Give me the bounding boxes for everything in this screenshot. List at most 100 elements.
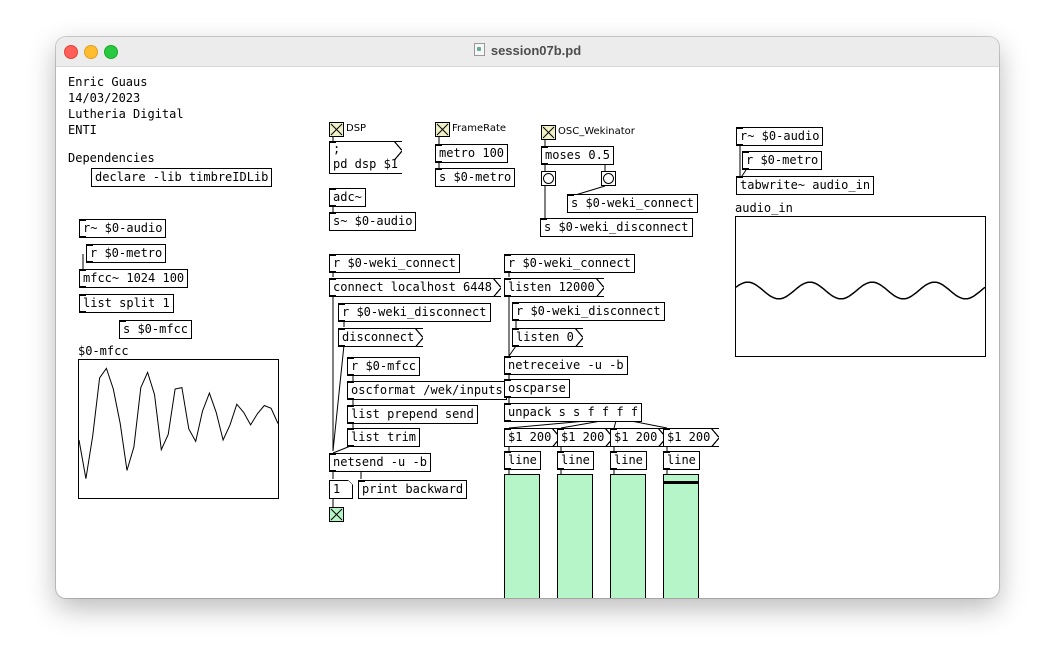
slider-knob-4[interactable] xyxy=(664,481,698,484)
send-weki-disconnect-text: s $0-weki_disconnect xyxy=(544,220,689,234)
mfcc-array-plot xyxy=(78,367,279,479)
bang-circle-icon xyxy=(543,173,554,184)
send-weki-disconnect-object[interactable]: s $0-weki_disconnect xyxy=(540,218,693,237)
list-split-object[interactable]: list split 1 xyxy=(79,294,174,313)
receive-audio-text: r~ $0-audio xyxy=(83,221,163,235)
school-comment: ENTI xyxy=(68,123,97,137)
dependencies-comment: Dependencies xyxy=(68,151,155,165)
send-weki-connect-object[interactable]: s $0-weki_connect xyxy=(567,194,698,213)
line-object-4[interactable]: line xyxy=(663,451,700,470)
framerate-toggle[interactable] xyxy=(435,122,450,137)
vertical-slider-3[interactable] xyxy=(610,474,646,598)
send-audio-object[interactable]: s~ $0-audio xyxy=(329,212,417,231)
zoom-button[interactable] xyxy=(104,45,118,59)
receive-weki-connect-text: r $0-weki_connect xyxy=(333,256,456,270)
line-object-3[interactable]: line xyxy=(610,451,647,470)
title-bar: session07b.pd xyxy=(56,37,999,67)
connect-bang[interactable] xyxy=(541,171,556,186)
send-audio-text: s~ $0-audio xyxy=(333,214,413,228)
send-metro-text: s $0-metro xyxy=(439,170,512,184)
netsend-number-text: 1 xyxy=(333,482,341,496)
vertical-slider-4[interactable] xyxy=(663,474,699,598)
receive-audio-text-2: r~ $0-audio xyxy=(740,129,820,143)
course-comment: Lutheria Digital xyxy=(68,107,184,121)
document-icon xyxy=(473,43,485,56)
tabwrite-object[interactable]: tabwrite~ audio_in xyxy=(736,176,875,195)
audio-in-array-plot xyxy=(735,281,986,300)
oscformat-object[interactable]: oscformat /wek/inputs xyxy=(347,381,507,400)
line-object-2[interactable]: line xyxy=(557,451,594,470)
unpack-object[interactable]: unpack s s f f f f xyxy=(504,403,643,422)
receive-mfcc-text: r $0-mfcc xyxy=(351,359,417,373)
line-ramp-message-text-3: $1 200 xyxy=(614,430,658,444)
line-object-1[interactable]: line xyxy=(504,451,541,470)
line-object-text-2: line xyxy=(561,453,590,467)
listen-zero-message[interactable]: listen 0 xyxy=(512,328,583,347)
list-trim-object[interactable]: list trim xyxy=(347,428,421,447)
audio-in-array-graph[interactable] xyxy=(735,216,986,357)
tabwrite-text: tabwrite~ audio_in xyxy=(740,178,871,192)
oscparse-text: oscparse xyxy=(508,381,566,395)
send-metro-object[interactable]: s $0-metro xyxy=(435,168,516,187)
disconnect-bang[interactable] xyxy=(601,171,616,186)
list-split-text: list split 1 xyxy=(83,296,170,310)
close-button[interactable] xyxy=(64,45,78,59)
oscparse-object[interactable]: oscparse xyxy=(504,379,570,398)
print-object[interactable]: print backward xyxy=(358,480,468,499)
line-ramp-message-2[interactable]: $1 200 xyxy=(557,428,614,447)
framerate-toggle-check-icon xyxy=(436,123,449,136)
mfcc-array-graph[interactable] xyxy=(78,359,279,499)
dsp-toggle-check-icon xyxy=(330,123,343,136)
receive-metro-text: r $0-metro xyxy=(90,246,163,260)
vertical-slider-2[interactable] xyxy=(557,474,593,598)
dsp-toggle[interactable] xyxy=(329,122,344,137)
bang-circle-icon xyxy=(603,173,614,184)
mfcc-object[interactable]: mfcc~ 1024 100 xyxy=(79,269,189,288)
framerate-toggle-label: FrameRate xyxy=(452,123,507,134)
listen-zero-message-text: listen 0 xyxy=(516,330,574,344)
moses-object[interactable]: moses 0.5 xyxy=(541,146,615,165)
netsend-status-toggle[interactable] xyxy=(329,507,344,522)
author-comment: Enric Guaus xyxy=(68,75,148,89)
receive-metro-object-2[interactable]: r $0-metro xyxy=(742,151,823,170)
receive-audio-object[interactable]: r~ $0-audio xyxy=(79,219,167,238)
netsend-number-box[interactable]: 1 xyxy=(329,480,353,499)
oscformat-text: oscformat /wek/inputs xyxy=(351,383,503,397)
dsp-toggle-label: DSP xyxy=(346,123,367,134)
metro-object[interactable]: metro 100 xyxy=(435,144,509,163)
receive-audio-object-2[interactable]: r~ $0-audio xyxy=(736,127,824,146)
line-ramp-message-1[interactable]: $1 200 xyxy=(504,428,561,447)
line-ramp-message-text-1: $1 200 xyxy=(508,430,552,444)
line-object-text-3: line xyxy=(614,453,643,467)
list-prepend-object[interactable]: list prepend send xyxy=(347,405,478,424)
receive-weki-disconnect-object[interactable]: r $0-weki_disconnect xyxy=(338,303,491,322)
vertical-slider-1[interactable] xyxy=(504,474,540,598)
line-ramp-message-4[interactable]: $1 200 xyxy=(663,428,720,447)
disconnect-message[interactable]: disconnect xyxy=(338,328,424,347)
unpack-text: unpack s s f f f f xyxy=(508,405,639,419)
pd-dsp-message[interactable]: ; pd dsp $1 xyxy=(329,141,402,174)
audio-in-waveform-line xyxy=(735,281,986,300)
line-ramp-message-3[interactable]: $1 200 xyxy=(610,428,667,447)
receive-metro-object[interactable]: r $0-metro xyxy=(86,244,167,263)
netsend-object[interactable]: netsend -u -b xyxy=(329,453,431,472)
adc-object[interactable]: adc~ xyxy=(329,188,366,207)
receive-mfcc-object[interactable]: r $0-mfcc xyxy=(347,357,421,376)
osc-wekinator-toggle[interactable] xyxy=(541,125,556,140)
window-title: session07b.pd xyxy=(56,43,999,58)
pd-dsp-message-text: ; pd dsp $1 xyxy=(333,142,399,171)
declare-object[interactable]: declare -lib timbreIDLib xyxy=(91,168,273,187)
receive-weki-disconnect-object-2[interactable]: r $0-weki_disconnect xyxy=(512,302,665,321)
line-object-text-1: line xyxy=(508,453,537,467)
receive-weki-connect-object[interactable]: r $0-weki_connect xyxy=(329,254,460,273)
listen-message[interactable]: listen 12000 xyxy=(504,278,604,297)
minimize-button[interactable] xyxy=(84,45,98,59)
send-mfcc-object[interactable]: s $0-mfcc xyxy=(119,320,193,339)
connect-message[interactable]: connect localhost 6448 xyxy=(329,278,501,297)
receive-weki-connect-object-2[interactable]: r $0-weki_connect xyxy=(504,254,635,273)
netreceive-object[interactable]: netreceive -u -b xyxy=(504,356,628,375)
send-weki-connect-text: s $0-weki_connect xyxy=(571,196,694,210)
netsend-status-check-icon xyxy=(330,508,343,521)
mfcc-array-line xyxy=(78,367,279,479)
patch-canvas[interactable]: Enric Guaus 14/03/2023 Lutheria Digital … xyxy=(56,67,999,598)
